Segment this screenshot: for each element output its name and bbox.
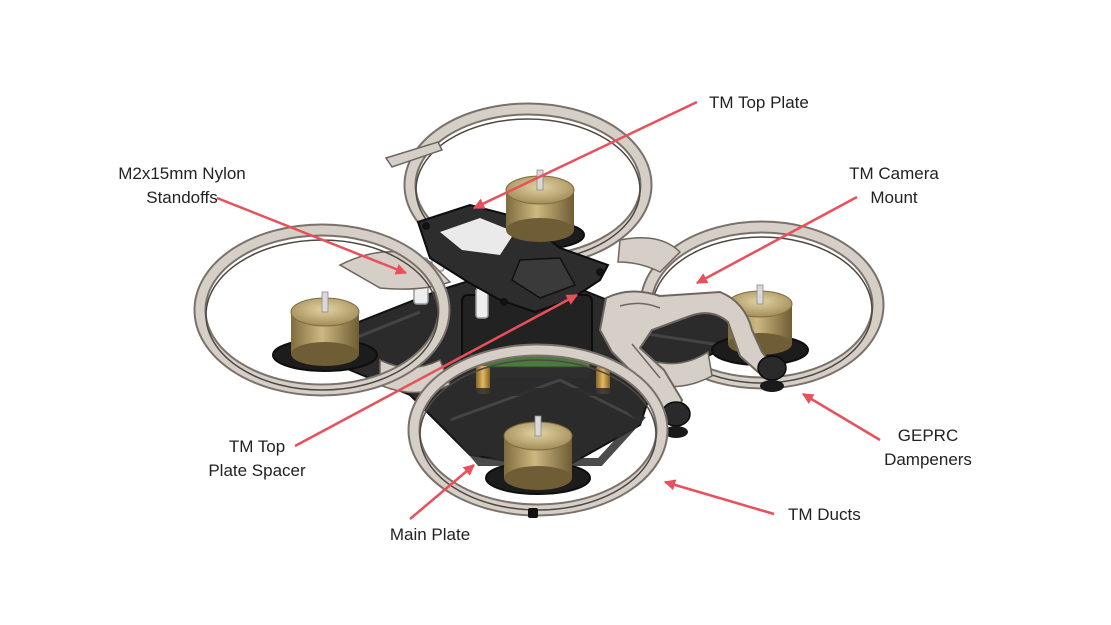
arrow-top-plate <box>472 100 698 210</box>
label-standoffs-line2: Standoffs <box>146 188 218 207</box>
arrow-standoffs <box>216 196 408 275</box>
label-dampeners: GEPRC Dampeners <box>866 424 990 472</box>
label-ducts-line1: TM Ducts <box>788 505 861 524</box>
callout-arrows <box>216 100 881 520</box>
arrow-camera-mount <box>696 195 858 285</box>
arrow-dampeners <box>802 392 881 442</box>
dampener-shapes <box>661 355 787 438</box>
label-top-plate: TM Top Plate <box>709 91 809 115</box>
label-top-plate-line1: TM Top Plate <box>709 93 809 112</box>
arrow-main-plate <box>409 464 475 520</box>
label-top-plate-spacer-line2: Plate Spacer <box>208 461 306 480</box>
motor-rear <box>505 169 575 242</box>
label-camera-mount: TM Camera Mount <box>834 162 954 210</box>
label-dampeners-line2: Dampeners <box>884 450 972 469</box>
label-top-plate-spacer-line1: TM Top <box>228 437 286 456</box>
motor-front <box>503 415 573 518</box>
label-ducts: TM Ducts <box>788 503 861 527</box>
label-standoffs-line1: M2x15mm Nylon <box>118 164 246 183</box>
label-camera-mount-line1: TM Camera <box>849 164 939 183</box>
duct-left <box>193 223 451 397</box>
label-main-plate: Main Plate <box>380 523 480 547</box>
duct-tab <box>384 141 444 168</box>
label-standoffs: M2x15mm Nylon Standoffs <box>102 162 262 210</box>
label-main-plate-line1: Main Plate <box>389 525 471 544</box>
arrow-ducts <box>663 479 775 516</box>
motor-left <box>290 291 360 366</box>
label-camera-mount-line2: Mount <box>870 188 918 207</box>
label-dampeners-line1: GEPRC <box>897 426 959 445</box>
arrow-top-plate-spacer <box>294 293 578 448</box>
label-top-plate-spacer: TM Top Plate Spacer <box>192 435 322 483</box>
